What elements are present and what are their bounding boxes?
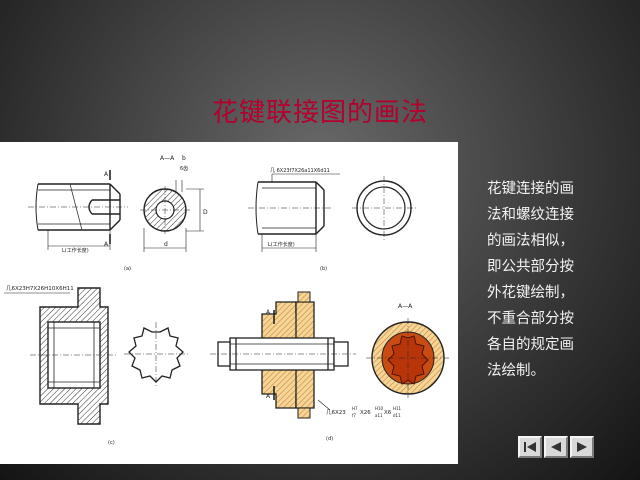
first-slide-icon (524, 442, 536, 452)
figure-d-fit1-bottom: f7 (352, 413, 356, 418)
figure-d-fit2-top: H10 (375, 406, 384, 411)
figure-d-spec-mid: X26 (360, 410, 371, 416)
figure-c: 几6X23H7X26H10X6H11 (c) (4, 285, 188, 446)
previous-slide-icon (551, 442, 561, 452)
figure-d-mark-bottom: A (266, 393, 271, 400)
figure-c-spec: 几6X23H7X26H10X6H11 (6, 285, 74, 292)
figure-a-length-label: L(工作长度) (62, 247, 89, 254)
slide-navigation (518, 436, 594, 458)
figure-a-dim-D: D (203, 209, 208, 216)
figure-d-fit1-top: H7 (352, 406, 358, 411)
next-slide-icon (577, 442, 587, 452)
figure-d-fit2-bottom: a11 (375, 413, 383, 418)
figure-b-end-view (352, 176, 416, 240)
figure-d-spec: 几6X23 H7 f7 X26 H10 a11 X6 H11 d11 (317, 399, 402, 418)
figure-d-fit3-top: H11 (393, 406, 402, 411)
figure-b-shaft (248, 173, 340, 252)
figure-a-dim-teeth: 6齿 (180, 166, 188, 172)
figure-d: A A A—A 几6X23 H7 f7 X26 H10 a11 X6 H11 (210, 291, 450, 442)
spline-drawing-panel: A A L(工作长度) A—A b 6齿 D d (a) (0, 142, 458, 464)
explanation-line: 不重合部分按 (487, 311, 574, 327)
figure-d-spec-suffix: X6 (384, 410, 392, 416)
explanation-line: 外花键绘制， (487, 285, 574, 301)
explanation-line: 花键连接的画 (487, 181, 574, 197)
explanation-line: 即公共部分按 (487, 259, 574, 275)
explanation-text: 花键连接的画 法和螺纹连接 的画法相似， 即公共部分按 外花键绘制， 不重合部分… (487, 176, 595, 384)
figure-a-caption: (a) (124, 266, 131, 272)
figure-c-hub (30, 287, 116, 425)
figure-d-mark-top: A (266, 309, 271, 316)
explanation-line: 法绘制。 (487, 363, 545, 379)
figure-a-dim-b: b (182, 155, 186, 162)
explanation-line: 的画法相似， (487, 233, 574, 249)
figure-a-section-label: A—A (160, 155, 175, 162)
figure-a: A A L(工作长度) A—A b 6齿 D d (a) (28, 155, 208, 272)
figure-d-shaft (210, 337, 356, 371)
next-slide-button[interactable] (570, 436, 594, 458)
explanation-line: 法和螺纹连接 (487, 207, 574, 223)
first-slide-button[interactable] (518, 436, 542, 458)
figure-b-spec: 几 6X23f7X26a11X6d11 (270, 168, 330, 174)
figure-b: 几 6X23f7X26a11X6d11 L(工作长度) (b) (248, 168, 416, 272)
figure-c-caption: (c) (108, 440, 115, 446)
figure-a-mark-top: A (104, 171, 109, 178)
figure-c-section (124, 322, 188, 386)
figure-a-shaft (28, 170, 128, 250)
figure-d-section-label: A—A (398, 303, 413, 310)
figure-d-caption: (d) (326, 436, 333, 442)
slide-title: 花键联接图的画法 (211, 98, 428, 128)
figure-b-caption: (b) (320, 266, 327, 272)
figure-b-length-label: L(工作长度) (268, 241, 295, 248)
figure-a-section (140, 180, 204, 252)
figure-a-mark-bottom: A (104, 241, 109, 248)
figure-d-fit3-bottom: d11 (393, 413, 401, 418)
figure-d-section (366, 318, 450, 398)
previous-slide-button[interactable] (544, 436, 568, 458)
spline-technical-drawing: A A L(工作长度) A—A b 6齿 D d (a) (4, 155, 450, 446)
figure-a-dim-d: d (164, 241, 168, 248)
explanation-line: 各自的规定画 (487, 337, 574, 353)
figure-d-spec-prefix: 几6X23 (326, 409, 346, 416)
